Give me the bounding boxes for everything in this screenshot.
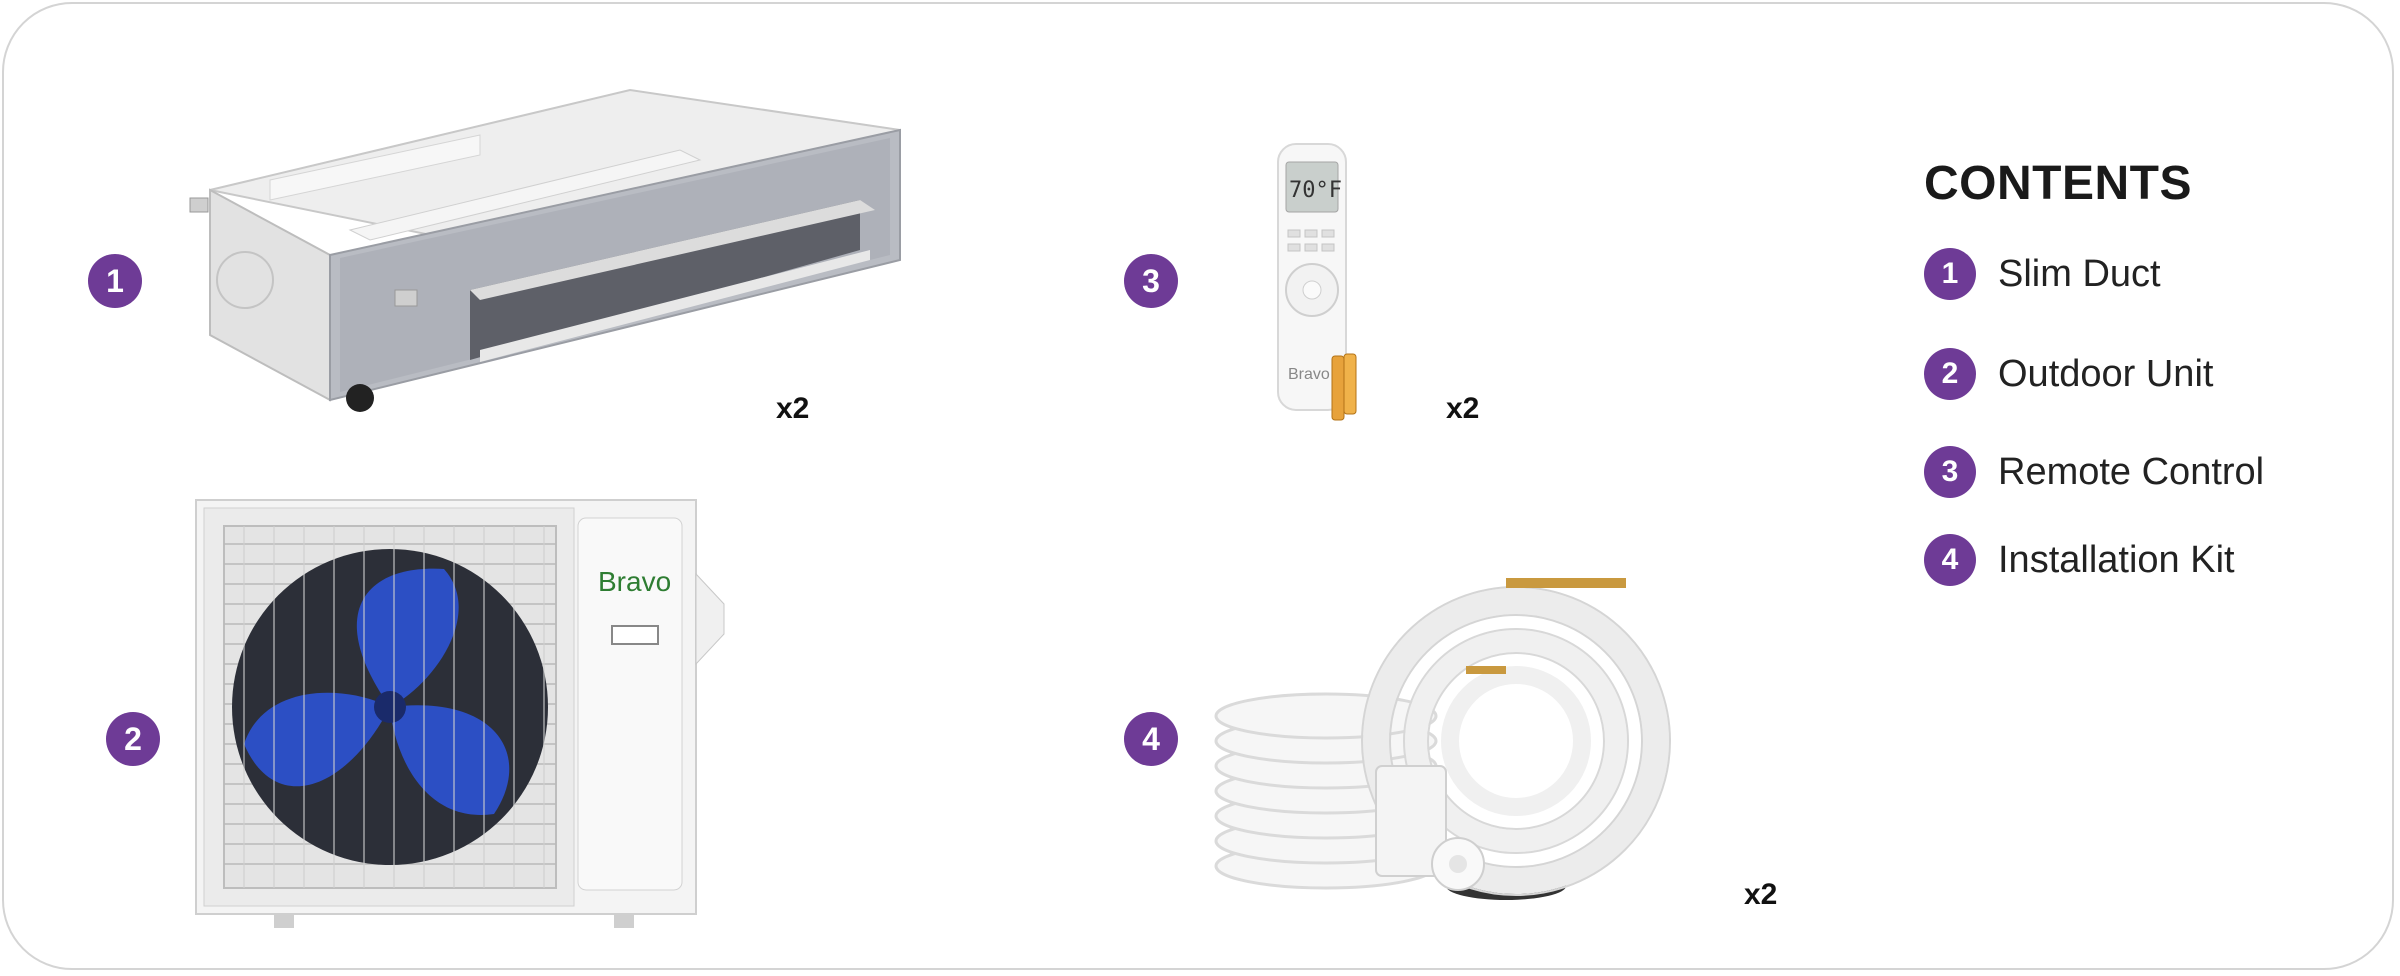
contents-item-slim-duct: 1 Slim Duct <box>1924 246 2161 302</box>
installation-kit-image <box>1214 578 1671 900</box>
outdoor-unit-brand-logo: Bravo <box>598 566 672 597</box>
contents-label-remote-control: Remote Control <box>1998 450 2265 493</box>
contents-label-outdoor-unit: Outdoor Unit <box>1998 352 2214 395</box>
contents-badge-4: 4 <box>1924 534 1976 586</box>
remote-control-quantity: x2 <box>1446 392 1480 425</box>
product-number-badge-3: 3 <box>1124 254 1178 308</box>
contents-label-installation-kit: Installation Kit <box>1998 538 2235 581</box>
contents-item-outdoor-unit: 2 Outdoor Unit <box>1924 346 2213 402</box>
product-number-badge-2: 2 <box>106 712 160 766</box>
installation-kit-quantity: x2 <box>1744 878 1778 911</box>
slim-duct-quantity: x2 <box>776 392 810 425</box>
contents-badge-1: 1 <box>1924 248 1976 300</box>
contents-badge-3: 3 <box>1924 446 1976 498</box>
contents-badge-2: 2 <box>1924 348 1976 400</box>
contents-title: CONTENTS <box>1924 157 2192 210</box>
remote-brand-logo: Bravo <box>1288 366 1330 383</box>
outdoor-unit-image <box>195 499 725 928</box>
slim-duct-image <box>189 88 901 412</box>
contents-label-slim-duct: Slim Duct <box>1998 252 2161 295</box>
product-number-badge-1: 1 <box>88 254 142 308</box>
contents-item-installation-kit: 4 Installation Kit <box>1924 532 2235 588</box>
product-number-badge-4: 4 <box>1124 712 1178 766</box>
contents-item-remote-control: 3 Remote Control <box>1924 444 2264 500</box>
remote-control-image <box>1277 143 1357 421</box>
remote-display-text: 70°F <box>1289 178 1342 203</box>
